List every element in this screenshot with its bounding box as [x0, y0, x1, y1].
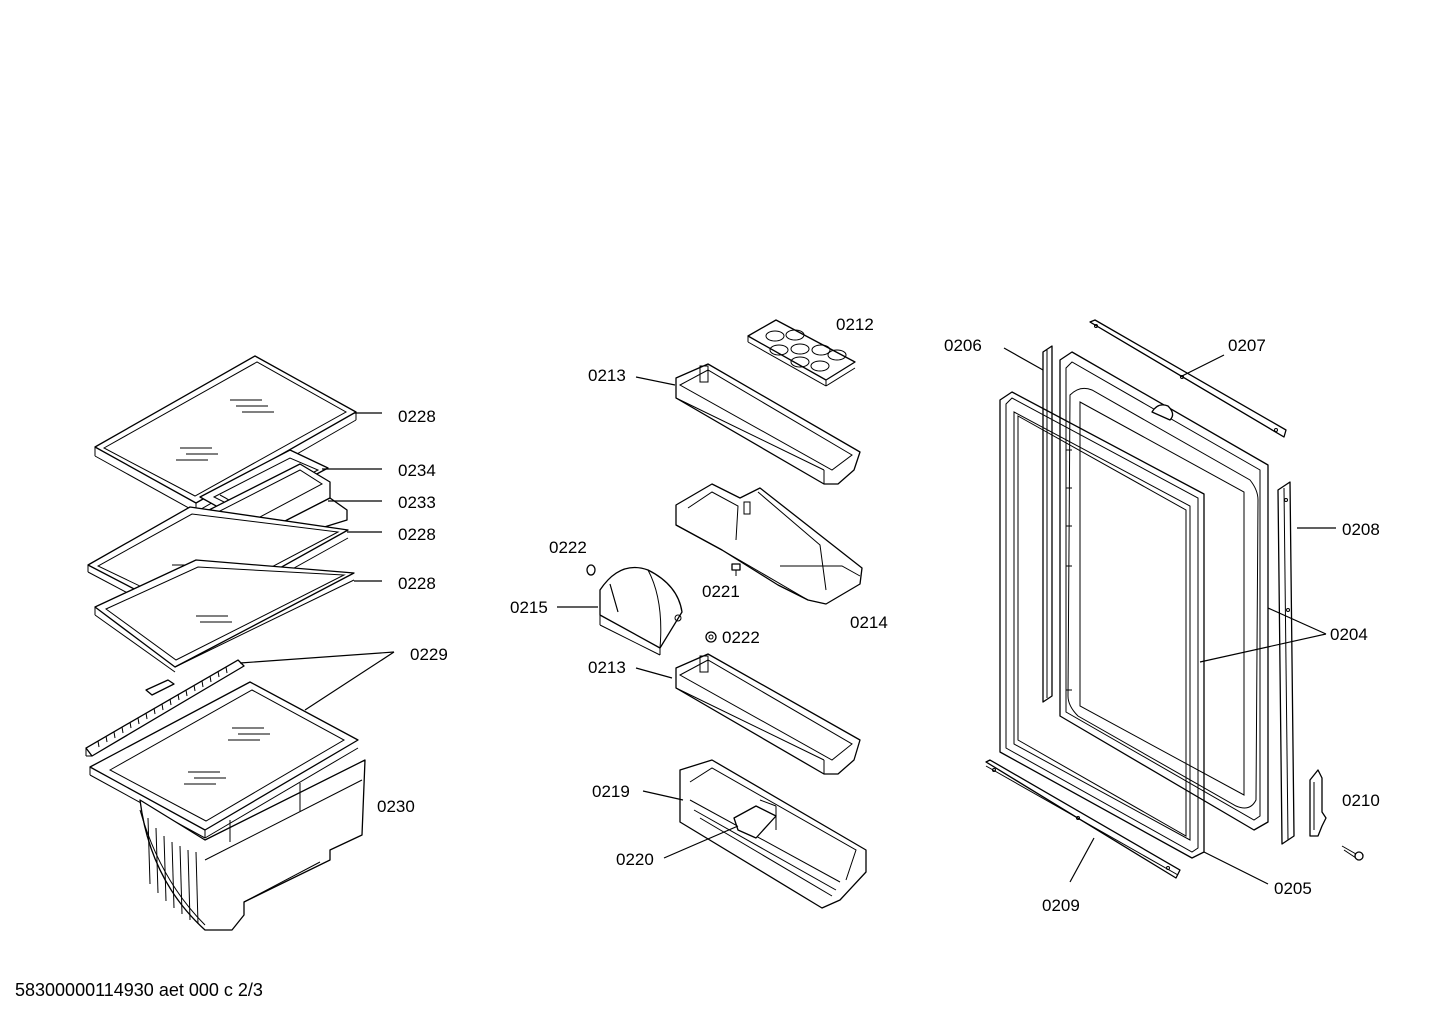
label-0228a: 0228 [398, 407, 436, 426]
label-0213a: 0213 [588, 366, 626, 385]
glass-shelf-lower [94, 559, 355, 673]
ventilation-grille [85, 659, 245, 757]
door-panel [1059, 351, 1269, 831]
washer-upper [586, 564, 596, 576]
document-reference-footer: 58300000114930 aet 000 c 2/3 [15, 980, 263, 1000]
label-0222b: 0222 [722, 628, 760, 647]
label-0221: 0221 [702, 582, 740, 601]
shelf-assembly [85, 355, 395, 931]
glass-shelf-top [94, 355, 357, 513]
label-0213b: 0213 [588, 658, 626, 677]
bottle-bin [679, 759, 867, 909]
label-0207: 0207 [1228, 336, 1266, 355]
label-0228c: 0228 [398, 574, 436, 593]
screw-icon [1341, 845, 1364, 861]
label-0210: 0210 [1342, 791, 1380, 810]
label-0229: 0229 [410, 645, 448, 664]
label-0219: 0219 [592, 782, 630, 801]
label-0233: 0233 [398, 493, 436, 512]
pin [731, 563, 741, 576]
label-0222a: 0222 [549, 538, 587, 557]
door-bin-upper [675, 363, 861, 485]
door-assembly [985, 319, 1364, 885]
washer-lower [705, 631, 717, 643]
hinge-bracket [1309, 769, 1327, 837]
cover-flap [599, 566, 683, 656]
label-0209: 0209 [1042, 896, 1080, 915]
label-0214: 0214 [850, 613, 888, 632]
label-0215: 0215 [510, 598, 548, 617]
label-0220: 0220 [616, 850, 654, 869]
label-0206: 0206 [944, 336, 982, 355]
label-0234: 0234 [398, 461, 436, 480]
label-0212: 0212 [836, 315, 874, 334]
door-bin-assembly [557, 319, 867, 909]
door-bin-lower [675, 653, 861, 775]
label-0204: 0204 [1330, 625, 1368, 644]
label-0228b: 0228 [398, 525, 436, 544]
egg-tray [747, 319, 856, 387]
part-labels: 0228 0234 0233 0228 0228 0229 0230 0212 … [377, 315, 1380, 915]
label-0205: 0205 [1274, 879, 1312, 898]
crisper-cover-glass [89, 681, 359, 839]
label-0208: 0208 [1342, 520, 1380, 539]
dairy-compartment [675, 483, 863, 605]
label-0230: 0230 [377, 797, 415, 816]
crisper-drawer [139, 759, 366, 931]
